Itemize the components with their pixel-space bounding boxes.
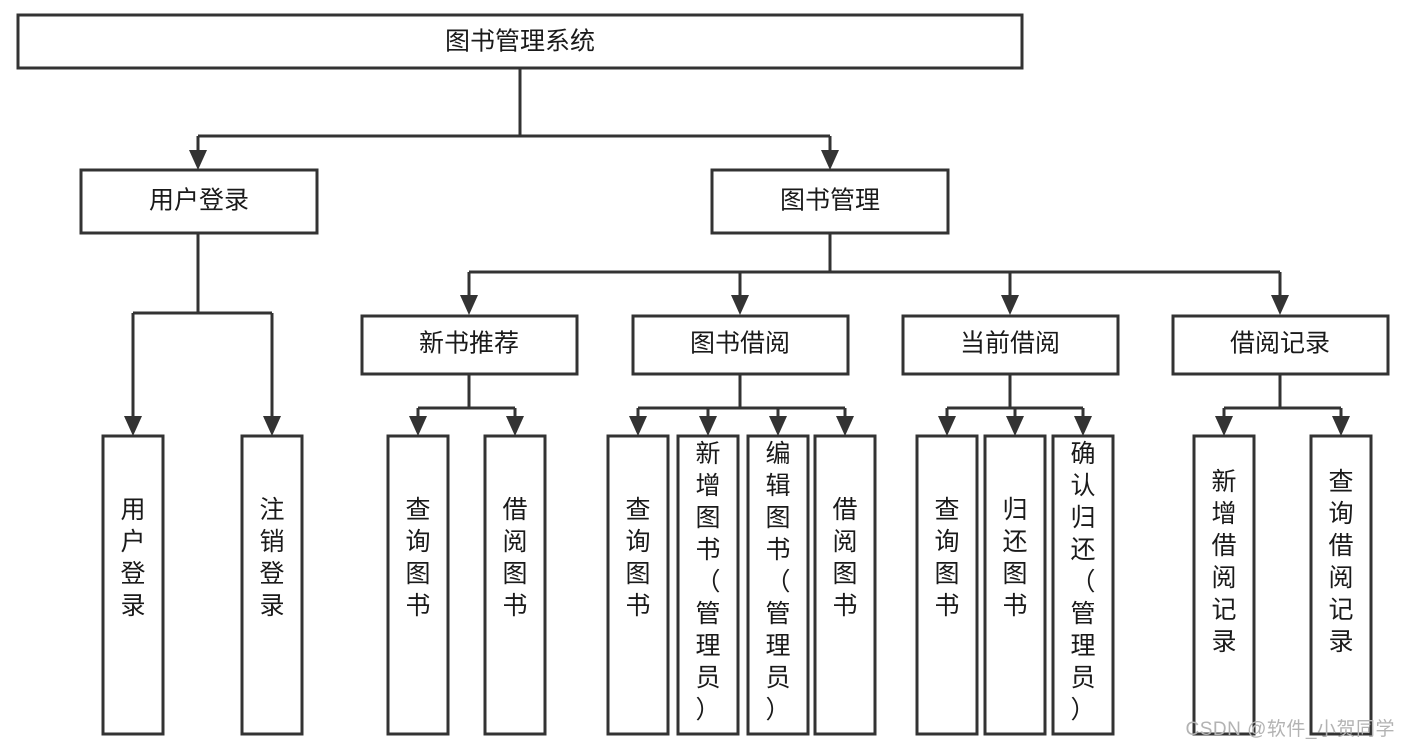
node-user-login[interactable]: 用户登录 — [79, 168, 319, 235]
node-leaf-confirm-return-label: 确认归还（管理员） — [1070, 440, 1095, 724]
node-leaf-borrow-book-1-box[interactable] — [483, 434, 547, 736]
arrow-head-current-borrow — [1001, 295, 1019, 315]
node-leaf-borrow-book-2-box[interactable] — [813, 434, 877, 736]
node-book-borrow-box[interactable] — [631, 314, 850, 376]
arrow-head-leaf-confirm-return — [1074, 416, 1092, 436]
arrow-head-leaf-logout-login — [263, 416, 281, 436]
arrow-head-user-login — [189, 150, 207, 170]
node-leaf-query-book-3-label: 查询图书 — [934, 496, 959, 620]
arrow-head-borrow-record — [1271, 295, 1289, 315]
node-leaf-return-book-label: 归还图书 — [1002, 496, 1027, 620]
node-leaf-query-book-3[interactable]: 查询图书 — [915, 434, 979, 736]
node-user-login-box[interactable] — [79, 168, 319, 235]
node-new-book-recommend-label: 新书推荐 — [419, 330, 519, 358]
node-leaf-query-record-label: 查询借阅记录 — [1328, 468, 1353, 656]
node-root-box[interactable] — [16, 13, 1024, 70]
node-leaf-borrow-book-2[interactable]: 借阅图书 — [813, 434, 877, 736]
node-root[interactable]: 图书管理系统 — [16, 13, 1024, 70]
node-new-book-recommend[interactable]: 新书推荐 — [360, 314, 579, 376]
node-leaf-add-record-label: 新增借阅记录 — [1211, 468, 1236, 656]
watermark-text: CSDN @软件_小贺同学 — [1185, 719, 1395, 740]
node-leaf-borrow-book-1[interactable]: 借阅图书 — [483, 434, 547, 736]
node-book-borrow[interactable]: 图书借阅 — [631, 314, 850, 376]
node-leaf-add-record[interactable]: 新增借阅记录 — [1192, 434, 1256, 736]
node-leaf-logout-login[interactable]: 注销登录 — [240, 434, 304, 736]
node-leaf-return-book[interactable]: 归还图书 — [983, 434, 1047, 736]
node-book-manage-label: 图书管理 — [780, 187, 880, 215]
arrow-head-leaf-user-login — [124, 416, 142, 436]
arrow-head-leaf-add-record — [1215, 416, 1233, 436]
arrow-head-leaf-edit-book — [769, 416, 787, 436]
arrow-head-new-book-recommend — [460, 295, 478, 315]
node-book-borrow-label: 图书借阅 — [690, 330, 790, 358]
node-leaf-user-login-label: 用户登录 — [120, 496, 145, 620]
node-current-borrow-label: 当前借阅 — [960, 330, 1060, 358]
node-borrow-record-box[interactable] — [1171, 314, 1390, 376]
node-leaf-add-book-box[interactable] — [676, 434, 740, 736]
node-borrow-record-label: 借阅记录 — [1230, 330, 1330, 358]
node-leaf-query-book-1-box[interactable] — [386, 434, 450, 736]
node-root-label: 图书管理系统 — [445, 28, 595, 56]
node-leaf-borrow-book-1-label: 借阅图书 — [502, 496, 527, 620]
node-leaf-query-book-2[interactable]: 查询图书 — [606, 434, 670, 736]
arrow-head-leaf-query-book-1 — [409, 416, 427, 436]
node-leaf-user-login-box[interactable] — [101, 434, 165, 736]
arrow-head-leaf-query-book-2 — [629, 416, 647, 436]
node-leaf-borrow-book-2-label: 借阅图书 — [832, 496, 857, 620]
node-leaf-query-book-1[interactable]: 查询图书 — [386, 434, 450, 736]
node-leaf-query-record[interactable]: 查询借阅记录 — [1309, 434, 1373, 736]
node-current-borrow-box[interactable] — [901, 314, 1120, 376]
node-current-borrow[interactable]: 当前借阅 — [901, 314, 1120, 376]
node-book-manage-box[interactable] — [710, 168, 950, 235]
node-book-manage[interactable]: 图书管理 — [710, 168, 950, 235]
node-leaf-logout-login-label: 注销登录 — [259, 496, 284, 620]
node-leaf-confirm-return-box[interactable] — [1051, 434, 1115, 736]
node-leaf-edit-book[interactable]: 编辑图书（管理员） — [746, 434, 810, 736]
arrow-head-leaf-query-book-3 — [938, 416, 956, 436]
node-leaf-edit-book-box[interactable] — [746, 434, 810, 736]
node-leaf-confirm-return[interactable]: 确认归还（管理员） — [1051, 434, 1115, 736]
arrow-head-leaf-add-book — [699, 416, 717, 436]
node-leaf-add-record-box[interactable] — [1192, 434, 1256, 736]
node-leaf-query-book-2-box[interactable] — [606, 434, 670, 736]
arrow-head-leaf-query-record — [1332, 416, 1350, 436]
node-leaf-add-book-label: 新增图书（管理员） — [695, 440, 720, 724]
node-leaf-add-book[interactable]: 新增图书（管理员） — [676, 434, 740, 736]
node-leaf-query-record-box[interactable] — [1309, 434, 1373, 736]
node-user-login-label: 用户登录 — [149, 187, 249, 215]
node-new-book-recommend-box[interactable] — [360, 314, 579, 376]
node-leaf-query-book-1-label: 查询图书 — [405, 496, 430, 620]
arrow-head-book-borrow — [731, 295, 749, 315]
arrow-head-book-manage — [821, 150, 839, 170]
node-borrow-record[interactable]: 借阅记录 — [1171, 314, 1390, 376]
arrow-head-leaf-return-book — [1006, 416, 1024, 436]
node-leaf-query-book-3-box[interactable] — [915, 434, 979, 736]
node-leaf-query-book-2-label: 查询图书 — [625, 496, 650, 620]
node-leaf-return-book-box[interactable] — [983, 434, 1047, 736]
connectors-group — [124, 68, 1350, 436]
node-leaf-edit-book-label: 编辑图书（管理员） — [765, 440, 790, 724]
arrow-head-leaf-borrow-book-1 — [506, 416, 524, 436]
arrow-head-leaf-borrow-book-2 — [836, 416, 854, 436]
node-leaf-logout-login-box[interactable] — [240, 434, 304, 736]
node-leaf-user-login[interactable]: 用户登录 — [101, 434, 165, 736]
